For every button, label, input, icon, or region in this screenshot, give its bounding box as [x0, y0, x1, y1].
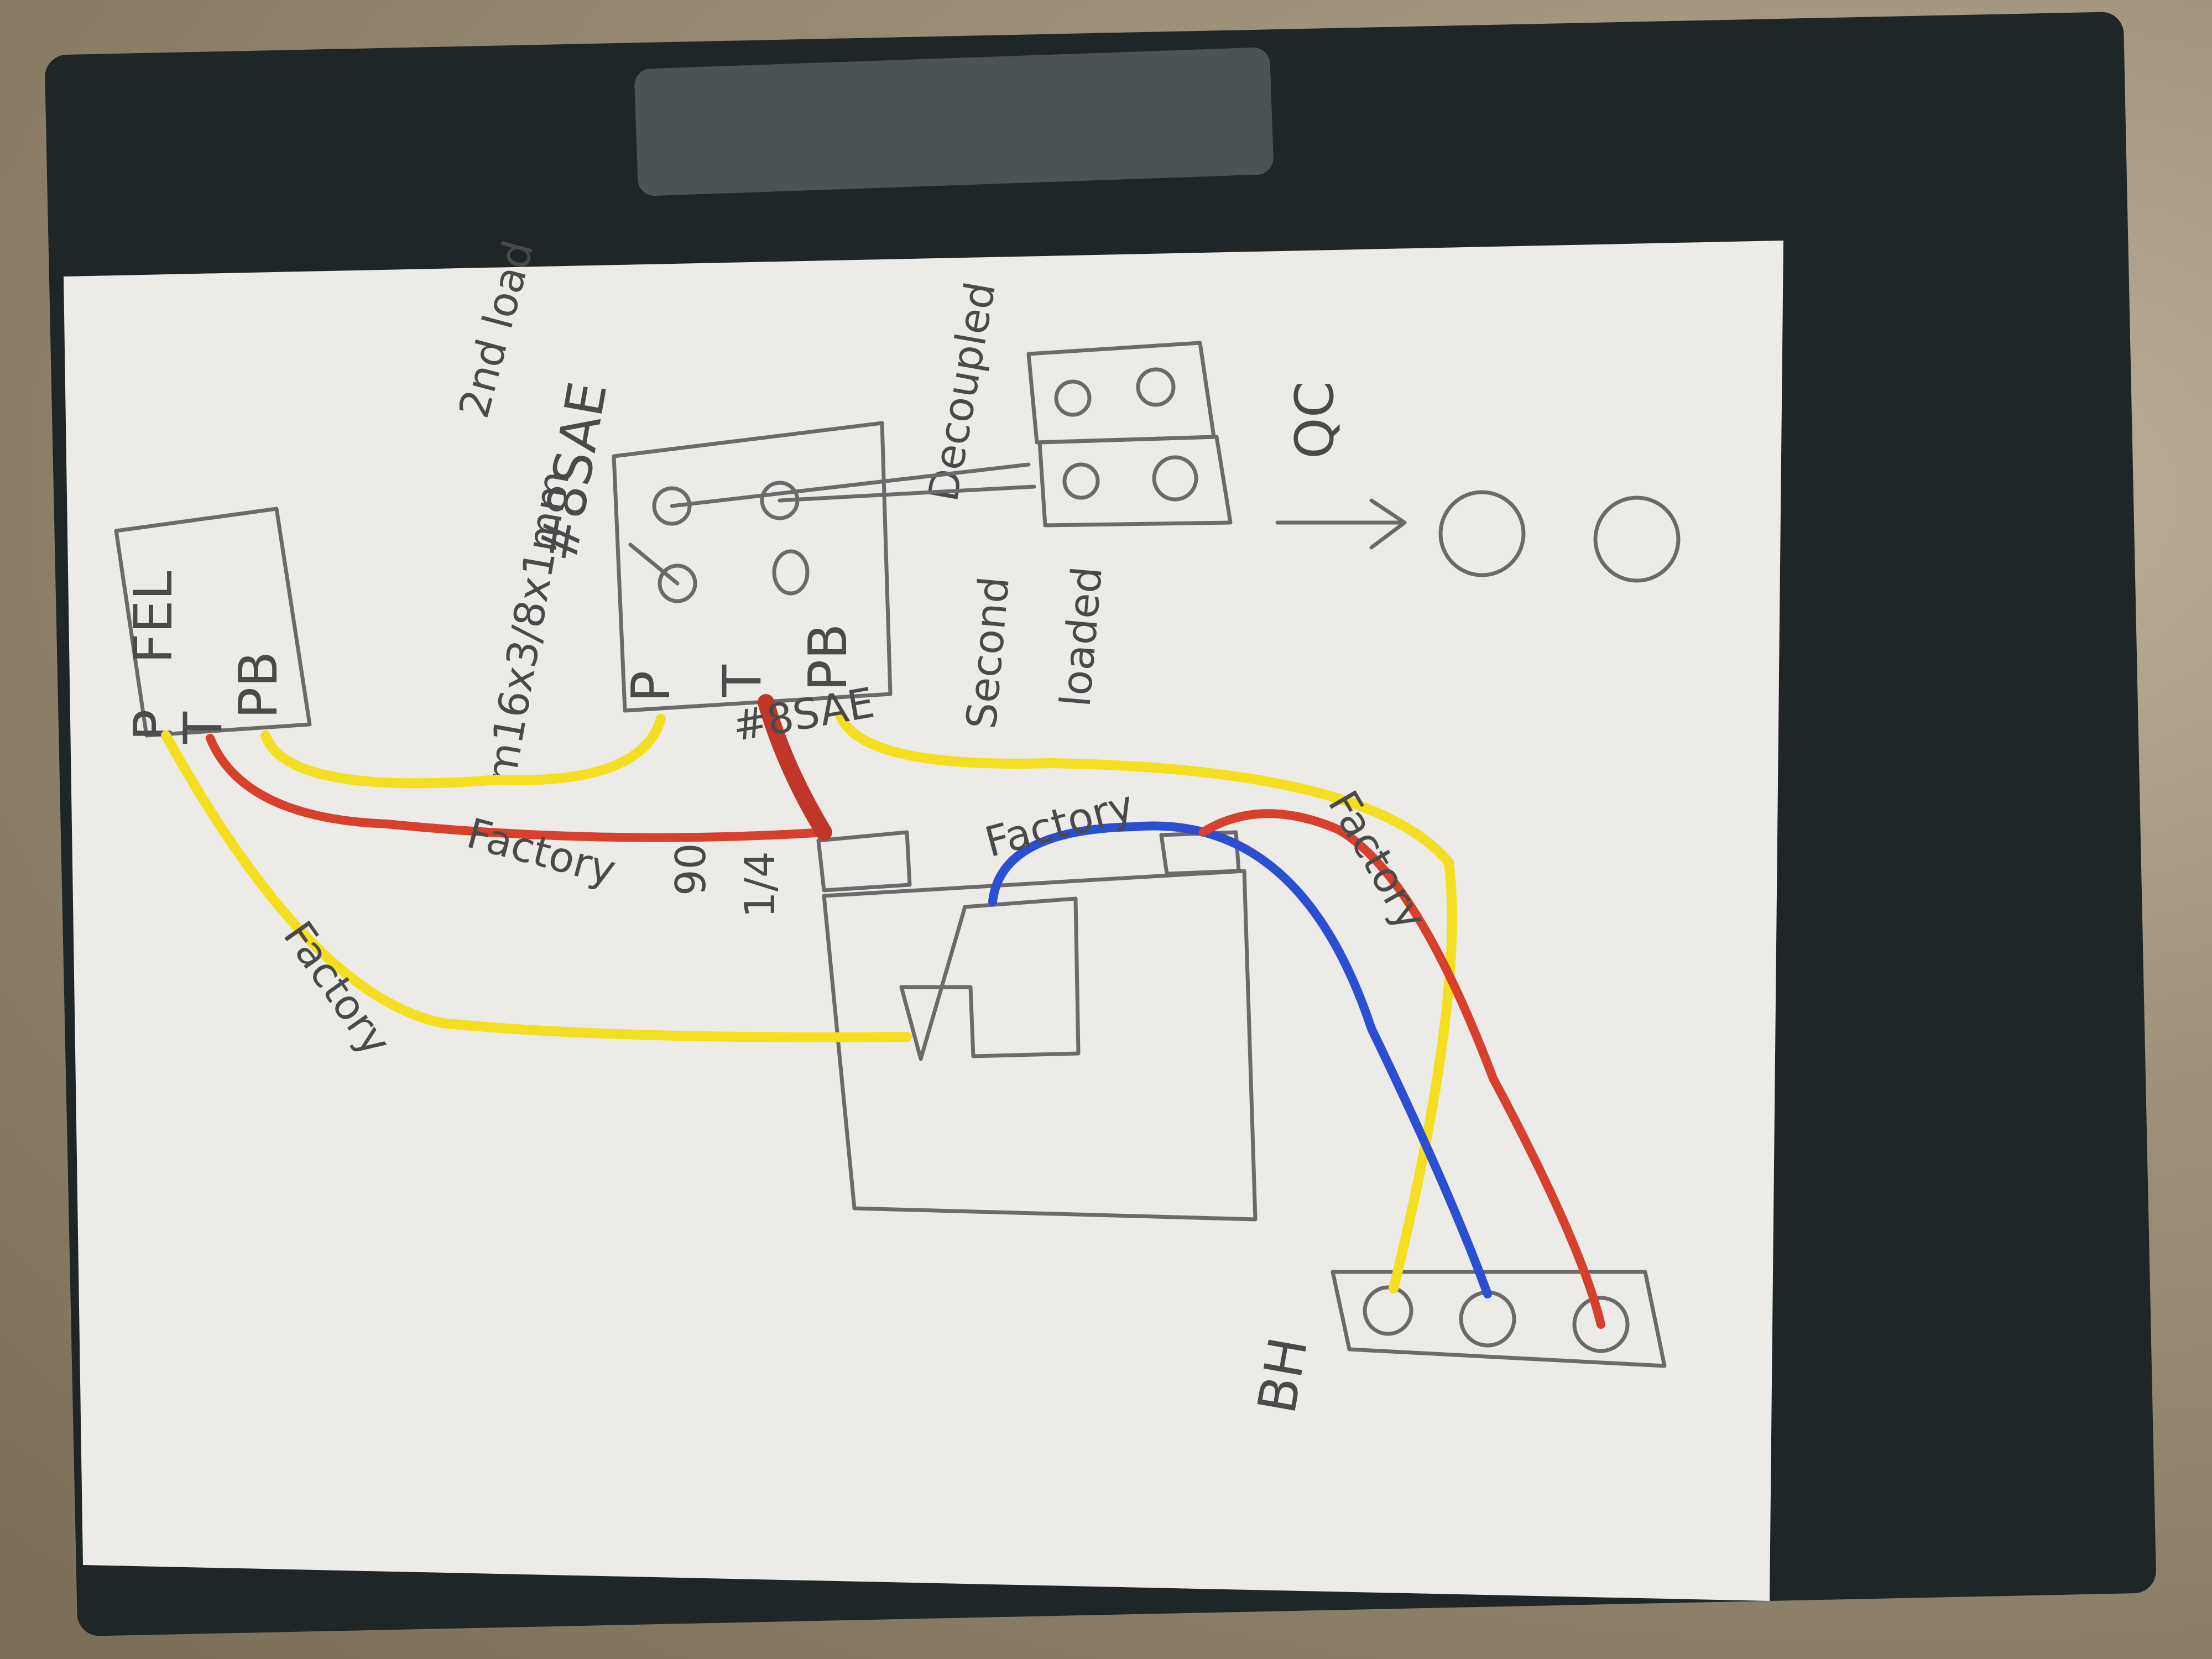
fel-box: FEL P T PB [114, 507, 312, 744]
red-wire-valve-t [758, 694, 832, 841]
bh-block: BH [1246, 1270, 1667, 1418]
valve-pin-p: P [621, 671, 682, 702]
fel-pin-pb: PB [228, 651, 289, 719]
bh-label: BH [1246, 1333, 1319, 1418]
fel-pin-p: P [123, 709, 184, 741]
yellow-wire-valve-pb [836, 711, 1457, 1293]
valve-pin-pb: PB [798, 624, 859, 691]
yellow-wire-fel-pb [260, 714, 666, 789]
qc-label: QC [1285, 381, 1345, 459]
valve-pin-t: T [712, 664, 773, 697]
fel-pin-t: T [173, 711, 234, 744]
qc-box: QC [1026, 341, 1407, 550]
fel-title: FEL [123, 571, 184, 664]
red-wire-fel-t [206, 734, 828, 842]
blue-wire-main [988, 821, 1492, 1298]
paper-sheet [64, 241, 1783, 1601]
yellow-wire-fel-p [161, 731, 912, 1042]
elbow-label: 90 [666, 843, 715, 896]
red-wire-main [1198, 809, 1605, 1329]
sae-ports [1438, 490, 1681, 583]
main-box: 90 1/4 [666, 830, 1258, 1222]
quarter-label: 1/4 [735, 851, 784, 918]
